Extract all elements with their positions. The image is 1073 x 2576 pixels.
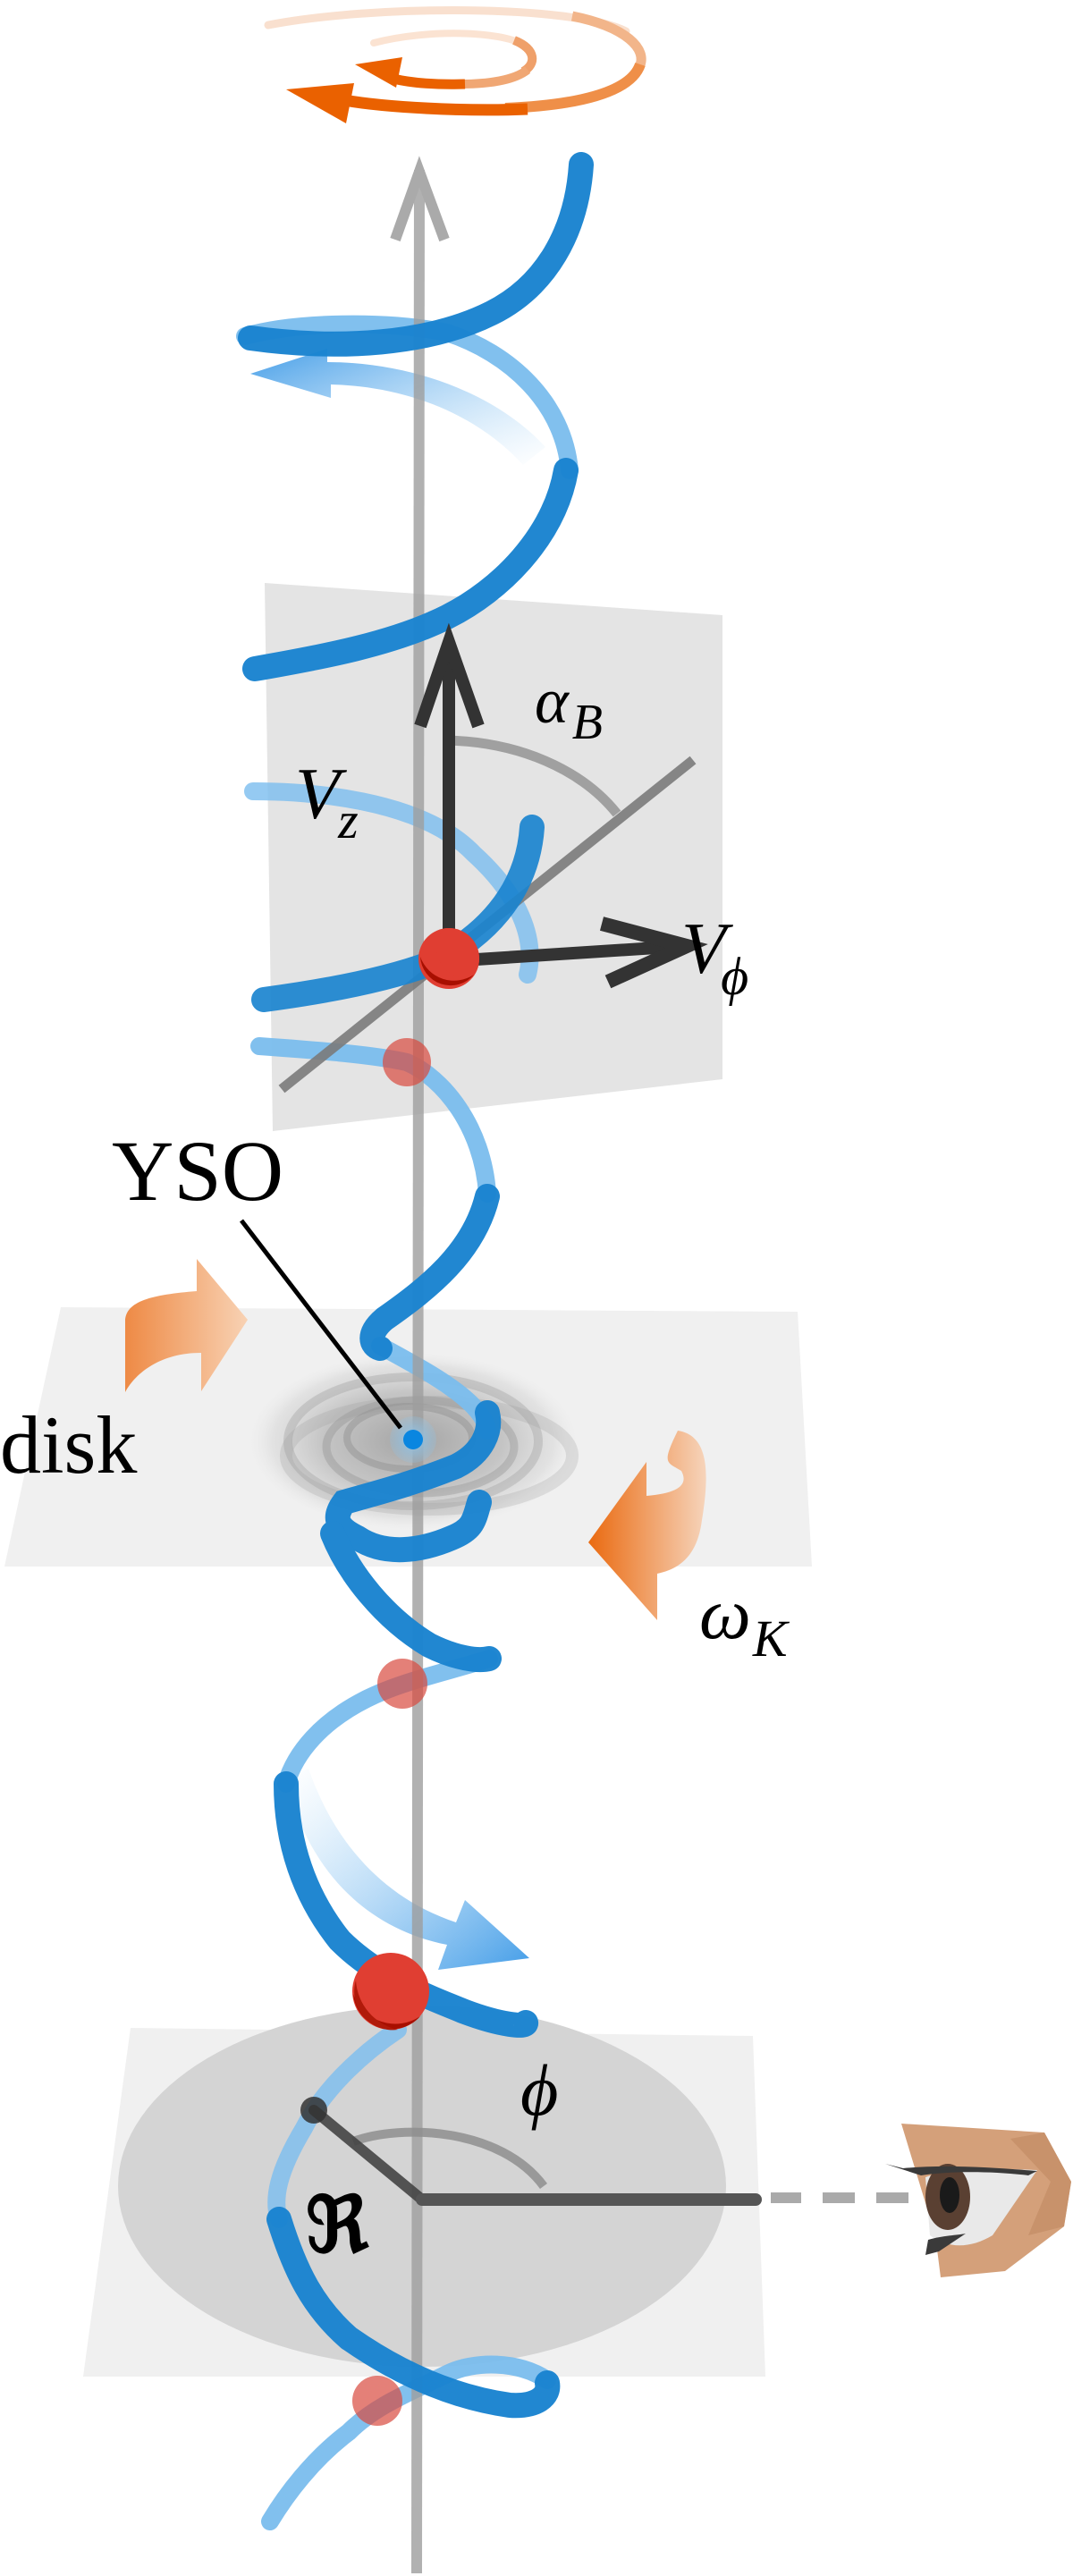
phi-angle-arc: [351, 2127, 548, 2190]
particle-vz: [418, 928, 479, 989]
yso-marker: [390, 1416, 436, 1463]
eye-icon: [885, 2124, 1071, 2277]
velocity-plane: [265, 583, 722, 1131]
alpha-b-angle-arc: [446, 735, 621, 817]
helix-flow-arrow-upper-icon: [250, 349, 545, 465]
radius-line: [308, 2105, 427, 2205]
particle-mid-back: [377, 1659, 427, 1709]
yso-label: YSO: [112, 1123, 283, 1219]
yso-leader-line: [240, 1219, 402, 1430]
disk-rotation-arrow-left-icon: [125, 1259, 248, 1392]
jet-axis: [390, 156, 450, 2574]
particle-lower-back: [352, 2376, 402, 2426]
radius-label: ℜ: [306, 2180, 369, 2270]
phi-label: ϕ: [520, 2049, 558, 2131]
radius-endpoint: [300, 2097, 327, 2124]
v-z-label: Vz: [295, 753, 359, 849]
omega-k-label: ωK: [699, 1573, 790, 1668]
particle-large: [352, 1953, 429, 2031]
v-z-vector: [414, 622, 485, 959]
particle-upper-back: [383, 1038, 431, 1086]
disk-rotation-arrow-right-icon: [588, 1431, 706, 1620]
v-phi-label: Vϕ: [681, 908, 748, 1006]
v-phi-vector: [448, 916, 708, 989]
helix-flow-arrow-lower-icon: [286, 1769, 529, 1970]
disk-label: disk: [0, 1399, 137, 1491]
jet-rotation-spiral-icon: [264, 6, 646, 123]
alpha-b-label: αB: [535, 665, 603, 750]
